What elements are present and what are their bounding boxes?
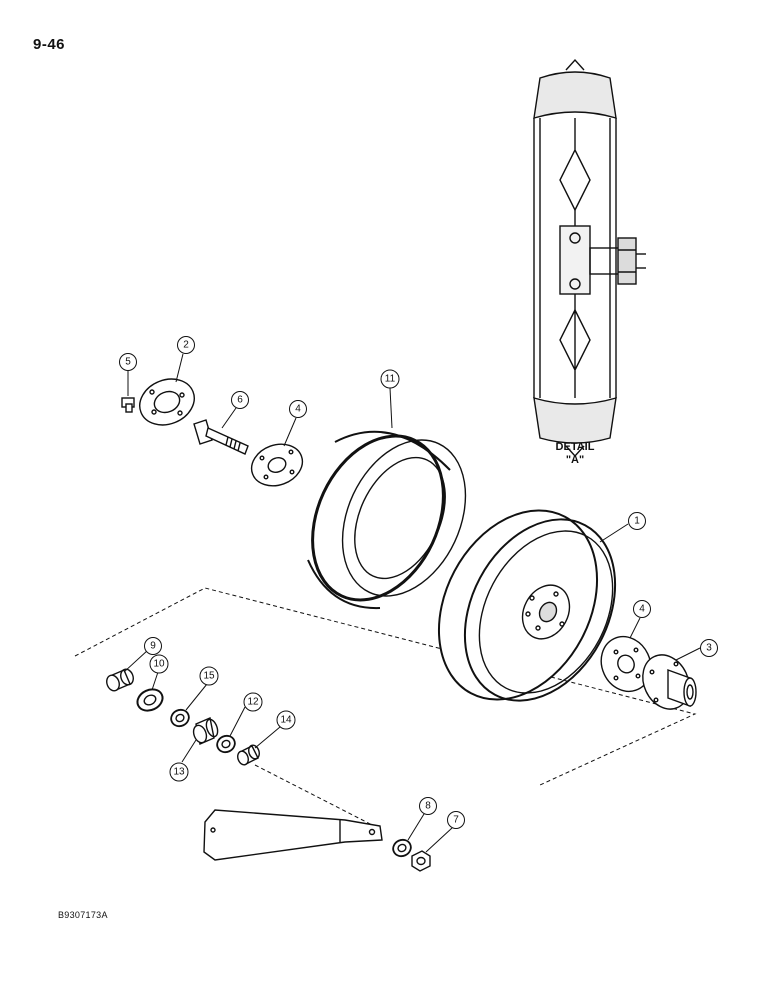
callout-10-label: 10 — [153, 659, 165, 670]
callout-8-label: 8 — [425, 801, 431, 812]
wheel-arm — [203, 809, 383, 861]
hub-flange-plate — [139, 378, 195, 426]
gasket-plate-lower — [600, 635, 652, 693]
callout-6-label: 6 — [237, 395, 243, 406]
detail-label: "A" — [565, 454, 585, 466]
detail-a-cross-section — [533, 58, 646, 458]
callout-10: 10 — [149, 654, 169, 674]
callout-12-label: 12 — [247, 697, 259, 708]
callout-13: 13 — [169, 762, 189, 782]
callout-7: 7 — [447, 811, 465, 829]
callout-15-label: 15 — [203, 671, 215, 682]
callout-4a: 4 — [289, 400, 307, 418]
callout-14-label: 14 — [280, 715, 292, 726]
callout-1-label: 1 — [634, 516, 640, 527]
figure-code: B9307173A — [58, 910, 108, 920]
small-bolt — [121, 397, 135, 413]
callout-11-label: 11 — [385, 374, 396, 385]
bushing — [106, 668, 134, 692]
callout-9: 9 — [144, 637, 162, 655]
callout-12: 12 — [243, 692, 263, 712]
grease-seal — [136, 688, 164, 712]
dashed-axle-line — [254, 764, 379, 829]
callout-9-label: 9 — [150, 641, 156, 652]
page-number: 9-46 — [33, 36, 66, 53]
callout-4b: 4 — [633, 600, 651, 618]
detail-title: DETAIL — [555, 441, 595, 453]
callout-11: 11 — [380, 369, 400, 389]
callout-5: 5 — [119, 353, 137, 371]
callout-1: 1 — [628, 512, 646, 530]
callout-5-label: 5 — [125, 357, 131, 368]
callout-4a-label: 4 — [295, 404, 301, 415]
gasket-plate-upper — [250, 443, 304, 487]
callout-2: 2 — [177, 336, 195, 354]
leader-lines — [123, 353, 701, 853]
detail-caption: DETAIL "A" — [540, 441, 610, 467]
callout-3: 3 — [700, 639, 718, 657]
callout-7-label: 7 — [453, 815, 459, 826]
bearing-cup — [170, 708, 190, 728]
callout-3-label: 3 — [706, 643, 712, 654]
wheel-hub — [642, 654, 697, 710]
callout-6: 6 — [231, 391, 249, 409]
spacer-tube — [237, 744, 260, 766]
spacer-washer — [216, 734, 236, 754]
callout-13-label: 13 — [173, 767, 185, 778]
callout-15: 15 — [199, 666, 219, 686]
axle-bolt — [193, 419, 249, 455]
exploded-dashed-outline — [74, 587, 697, 786]
callout-14: 14 — [276, 710, 296, 730]
callout-4b-label: 4 — [639, 604, 645, 615]
callout-2-label: 2 — [183, 340, 189, 351]
bearing-cone — [192, 717, 219, 745]
tire — [307, 430, 467, 610]
wheel-rim — [437, 509, 617, 702]
callout-8: 8 — [419, 797, 437, 815]
lock-washer — [392, 838, 412, 858]
hex-nut — [411, 850, 431, 872]
